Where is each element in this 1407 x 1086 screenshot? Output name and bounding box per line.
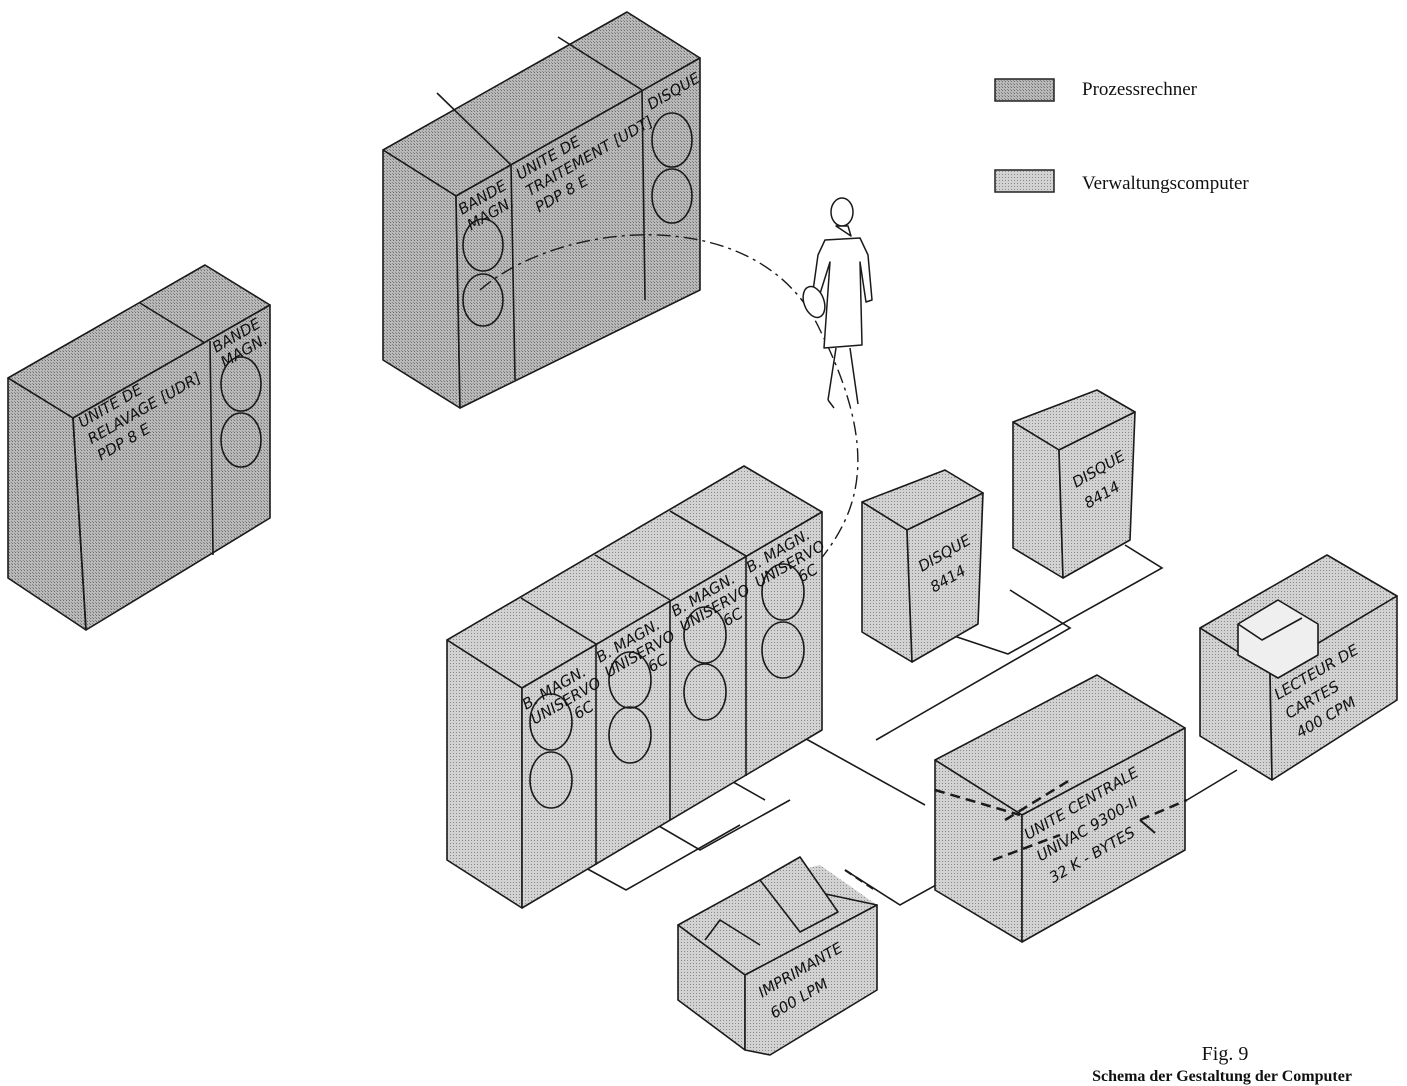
printer [677, 856, 878, 1056]
legend-label-verwaltungscomputer: Verwaltungscomputer [1082, 173, 1249, 194]
figure-number: Fig. 9 [1202, 1043, 1249, 1065]
legend: Prozessrechner Verwaltungscomputer [994, 78, 1249, 194]
udt-cabinet [382, 11, 701, 409]
tape-bank [446, 465, 823, 909]
operator-figure [802, 197, 873, 409]
disk-unit-2 [1012, 389, 1136, 579]
legend-swatch-prozessrechner [994, 78, 1055, 102]
legend-swatch-verwaltungscomputer [994, 169, 1055, 193]
disk-unit-1 [861, 469, 984, 663]
udr-cabinet [7, 264, 271, 631]
central-unit [934, 674, 1188, 943]
figure-caption: Schema der Gestaltung der Computer [1092, 1068, 1352, 1085]
connection-lines [561, 544, 1238, 906]
legend-label-prozessrechner: Prozessrechner [1082, 79, 1198, 100]
card-reader [1199, 554, 1398, 781]
